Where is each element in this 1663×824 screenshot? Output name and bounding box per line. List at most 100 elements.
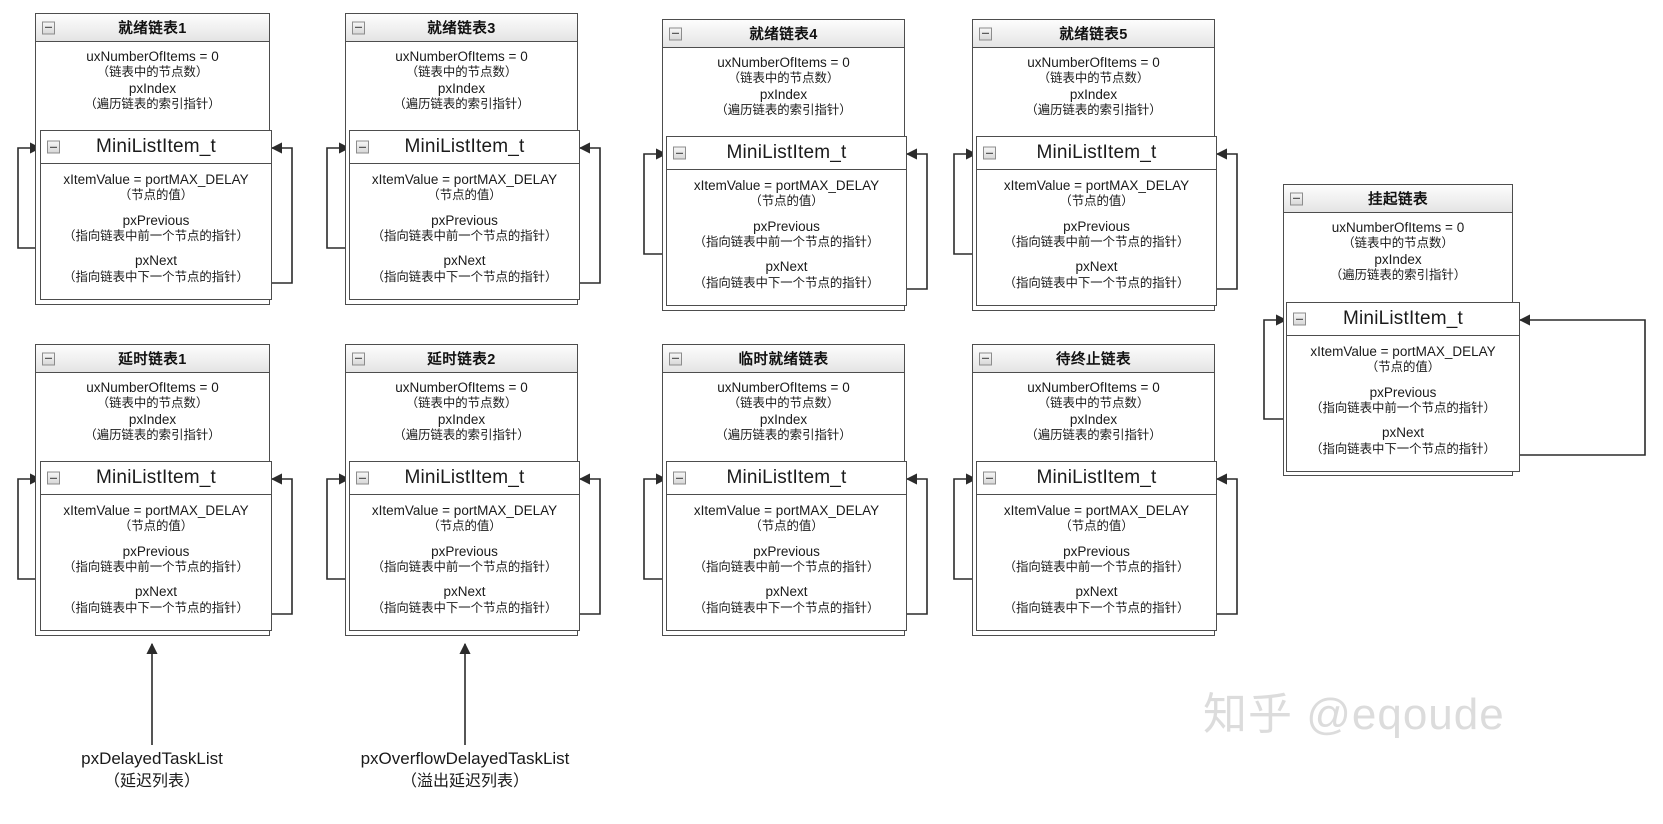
node-body: xItemValue = portMAX_DELAY （节点的值） pxPrev… bbox=[1287, 336, 1519, 466]
px-next: pxNext bbox=[443, 584, 486, 600]
x-item-value-note: （节点的值） bbox=[1059, 519, 1134, 534]
mini-list-item-node-ready1[interactable]: MiniListItem_t xItemValue = portMAX_DELA… bbox=[40, 130, 272, 300]
node-type-label: MiniListItem_t bbox=[726, 467, 847, 488]
mini-list-item-node-delay1[interactable]: MiniListItem_t xItemValue = portMAX_DELA… bbox=[40, 461, 272, 631]
ux-number-of-items-note: （链表中的节点数） bbox=[405, 396, 518, 411]
mini-list-item-node-suspended[interactable]: MiniListItem_t xItemValue = portMAX_DELA… bbox=[1286, 302, 1520, 472]
px-previous: pxPrevious bbox=[1369, 384, 1437, 400]
mini-list-item-node-ready5[interactable]: MiniListItem_t xItemValue = portMAX_DELA… bbox=[976, 136, 1217, 306]
px-previous-note: （指向链表中前一个节点的指针） bbox=[371, 229, 558, 244]
px-previous: pxPrevious bbox=[122, 543, 190, 559]
node-type-label: MiniListItem_t bbox=[404, 136, 525, 157]
mini-list-item-node-ready3[interactable]: MiniListItem_t xItemValue = portMAX_DELA… bbox=[349, 130, 580, 300]
px-next-note: （指向链表中下一个节点的指针） bbox=[371, 600, 558, 615]
px-previous: pxPrevious bbox=[753, 218, 820, 234]
collapse-minus-icon[interactable] bbox=[42, 352, 55, 365]
list-box-title: 就绪链表5 bbox=[1059, 27, 1128, 43]
x-item-value-note: （节点的值） bbox=[1365, 360, 1441, 375]
annotation-name: pxOverflowDelayedTaskList bbox=[360, 749, 570, 768]
px-next: pxNext bbox=[134, 253, 178, 269]
x-item-value: xItemValue = portMAX_DELAY bbox=[1003, 178, 1190, 193]
collapse-minus-icon[interactable] bbox=[669, 352, 682, 365]
px-index: pxIndex bbox=[1069, 411, 1118, 427]
px-index: pxIndex bbox=[1374, 251, 1422, 267]
ux-number-of-items-note: （链表中的节点数） bbox=[1037, 396, 1150, 411]
px-next-note: （指向链表中下一个节点的指针） bbox=[1310, 441, 1496, 456]
node-body: xItemValue = portMAX_DELAY （节点的值） pxPrev… bbox=[667, 495, 906, 625]
collapse-minus-icon[interactable] bbox=[669, 27, 682, 40]
node-header: MiniListItem_t bbox=[41, 462, 271, 495]
x-item-value-note: （节点的值） bbox=[118, 519, 194, 534]
collapse-minus-icon[interactable] bbox=[673, 146, 686, 160]
ux-number-of-items: uxNumberOfItems = 0 bbox=[1027, 55, 1160, 70]
node-header: MiniListItem_t bbox=[350, 131, 579, 164]
list-box-header: 就绪链表3 bbox=[346, 14, 577, 42]
list-box-body: uxNumberOfItems = 0 （链表中的节点数） pxIndex （遍… bbox=[346, 373, 577, 451]
ux-number-of-items: uxNumberOfItems = 0 bbox=[1331, 220, 1465, 235]
collapse-minus-icon[interactable] bbox=[47, 140, 60, 154]
x-item-value: xItemValue = portMAX_DELAY bbox=[63, 172, 249, 187]
px-previous-note: （指向链表中前一个节点的指针） bbox=[1003, 560, 1190, 575]
list-box-title: 就绪链表4 bbox=[749, 27, 818, 43]
mini-list-item-node-ready4[interactable]: MiniListItem_t xItemValue = portMAX_DELA… bbox=[666, 136, 907, 306]
collapse-minus-icon[interactable] bbox=[1290, 192, 1303, 205]
list-box-body: uxNumberOfItems = 0 （链表中的节点数） pxIndex （遍… bbox=[973, 373, 1214, 451]
annotation-name: pxDelayedTaskList bbox=[81, 749, 223, 768]
collapse-minus-icon[interactable] bbox=[979, 352, 992, 365]
px-index: pxIndex bbox=[128, 80, 177, 96]
x-item-value: xItemValue = portMAX_DELAY bbox=[371, 172, 558, 187]
collapse-minus-icon[interactable] bbox=[356, 140, 369, 154]
node-header: MiniListItem_t bbox=[977, 137, 1216, 170]
px-index-note: （遍历链表的索引指针） bbox=[84, 428, 221, 443]
x-item-value: xItemValue = portMAX_DELAY bbox=[1003, 503, 1190, 518]
node-header: MiniListItem_t bbox=[350, 462, 579, 495]
collapse-minus-icon[interactable] bbox=[979, 27, 992, 40]
node-body: xItemValue = portMAX_DELAY （节点的值） pxPrev… bbox=[350, 495, 579, 625]
px-index-note: （遍历链表的索引指针） bbox=[1025, 103, 1162, 118]
list-box-title: 延时链表1 bbox=[118, 352, 187, 368]
collapse-minus-icon[interactable] bbox=[352, 21, 365, 34]
px-next-note: （指向链表中下一个节点的指针） bbox=[693, 275, 880, 290]
node-body: xItemValue = portMAX_DELAY （节点的值） pxPrev… bbox=[350, 164, 579, 294]
list-box-body: uxNumberOfItems = 0 （链表中的节点数） pxIndex （遍… bbox=[36, 42, 269, 120]
px-previous: pxPrevious bbox=[431, 543, 498, 559]
node-type-label: MiniListItem_t bbox=[726, 142, 847, 163]
mini-list-item-node-delay2[interactable]: MiniListItem_t xItemValue = portMAX_DELA… bbox=[349, 461, 580, 631]
mini-list-item-node-waiting-termination[interactable]: MiniListItem_t xItemValue = portMAX_DELA… bbox=[976, 461, 1217, 631]
ux-number-of-items: uxNumberOfItems = 0 bbox=[717, 380, 850, 395]
node-type-label: MiniListItem_t bbox=[1036, 142, 1157, 163]
collapse-minus-icon[interactable] bbox=[1293, 312, 1306, 326]
collapse-minus-icon[interactable] bbox=[42, 21, 55, 34]
px-next: pxNext bbox=[765, 584, 808, 600]
px-next-note: （指向链表中下一个节点的指针） bbox=[63, 269, 249, 284]
list-box-title: 延时链表2 bbox=[427, 352, 496, 368]
px-previous-note: （指向链表中前一个节点的指针） bbox=[1310, 401, 1496, 416]
px-index: pxIndex bbox=[759, 86, 808, 102]
annotation-note: （溢出延迟列表） bbox=[400, 772, 529, 790]
px-previous: pxPrevious bbox=[1063, 218, 1130, 234]
collapse-minus-icon[interactable] bbox=[47, 471, 60, 485]
collapse-minus-icon[interactable] bbox=[983, 471, 996, 485]
collapse-minus-icon[interactable] bbox=[356, 471, 369, 485]
list-box-body: uxNumberOfItems = 0 （链表中的节点数） pxIndex （遍… bbox=[973, 48, 1214, 126]
list-box-header: 临时就绪链表 bbox=[663, 345, 904, 373]
px-next: pxNext bbox=[1381, 425, 1425, 441]
px-previous-note: （指向链表中前一个节点的指针） bbox=[1003, 235, 1190, 250]
px-index: pxIndex bbox=[437, 411, 486, 427]
x-item-value: xItemValue = portMAX_DELAY bbox=[693, 503, 880, 518]
ux-number-of-items-note: （链表中的节点数） bbox=[96, 65, 209, 80]
list-box-body: uxNumberOfItems = 0 （链表中的节点数） pxIndex （遍… bbox=[36, 373, 269, 451]
x-item-value: xItemValue = portMAX_DELAY bbox=[1310, 344, 1496, 359]
x-item-value-note: （节点的值） bbox=[1059, 194, 1134, 209]
collapse-minus-icon[interactable] bbox=[352, 352, 365, 365]
mini-list-item-node-pending-ready[interactable]: MiniListItem_t xItemValue = portMAX_DELA… bbox=[666, 461, 907, 631]
ux-number-of-items-note: （链表中的节点数） bbox=[96, 396, 209, 411]
collapse-minus-icon[interactable] bbox=[983, 146, 996, 160]
px-index: pxIndex bbox=[759, 411, 808, 427]
collapse-minus-icon[interactable] bbox=[673, 471, 686, 485]
x-item-value-note: （节点的值） bbox=[749, 194, 824, 209]
px-previous: pxPrevious bbox=[1063, 543, 1130, 559]
ux-number-of-items-note: （链表中的节点数） bbox=[405, 65, 518, 80]
list-box-header: 延时链表2 bbox=[346, 345, 577, 373]
px-index-note: （遍历链表的索引指针） bbox=[84, 97, 221, 112]
